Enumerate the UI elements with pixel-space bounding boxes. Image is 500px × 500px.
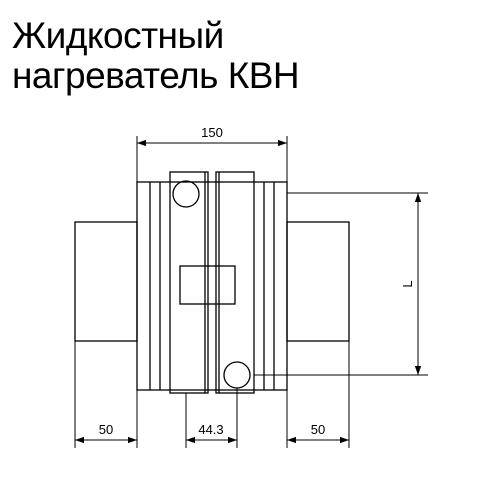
height-label: L: [400, 280, 415, 287]
right-duct-stub: [286, 221, 350, 342]
left-duct-stub: [74, 221, 138, 342]
inlet-pipe-fitting: [172, 180, 200, 208]
dimension-height: [254, 192, 428, 376]
title-line-2: нагреватель КВН: [12, 55, 300, 96]
drawing-title: Жидкостный нагреватель КВН: [12, 16, 492, 96]
heater-body: [136, 171, 288, 394]
overall-width-label: 150: [201, 125, 223, 140]
title-line-1: Жидкостный: [12, 15, 224, 56]
center-gap-label: 44.3: [198, 422, 223, 437]
connector-block: [179, 265, 236, 305]
left-stub-label: 50: [99, 422, 113, 437]
right-stub-label: 50: [311, 422, 325, 437]
outlet-pipe-fitting: [223, 361, 251, 389]
dimension-overall-width: [136, 136, 288, 182]
